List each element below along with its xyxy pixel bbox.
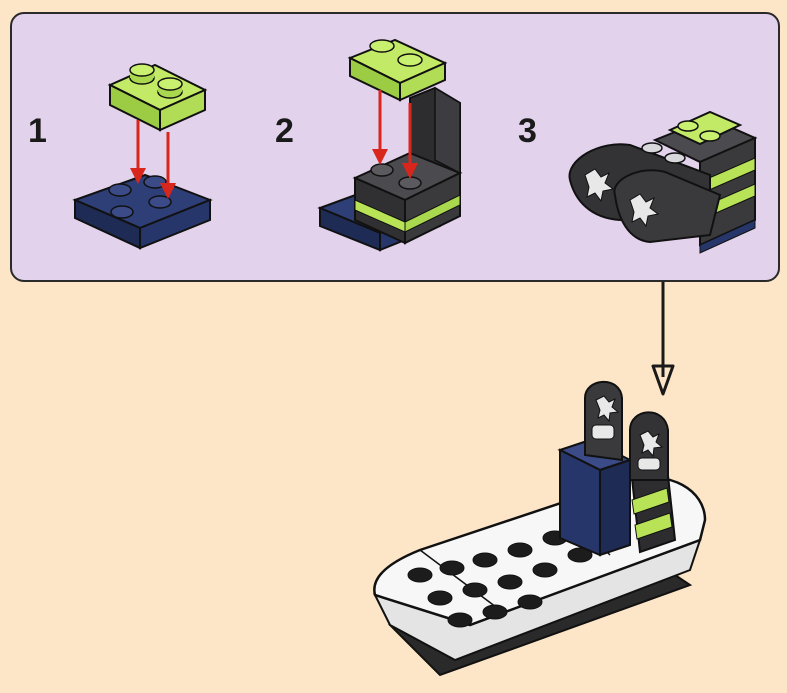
- sub-assembly-with-clips: [568, 110, 758, 254]
- placement-arrows: [372, 90, 418, 179]
- step-2-illustration: [317, 38, 463, 252]
- step-number-2: 2: [275, 112, 294, 150]
- step-number-3: 3: [518, 112, 537, 150]
- step-number-1: 1: [28, 112, 47, 150]
- main-build-illustration: [373, 380, 707, 677]
- navy-plate-2x2: [72, 173, 213, 250]
- step-1-illustration: [72, 63, 213, 250]
- step-3-illustration: [568, 110, 758, 254]
- clip-pieces: [584, 380, 669, 481]
- lime-plate-1x2: [347, 38, 448, 102]
- placement-arrows: [130, 120, 176, 199]
- callout-connector-arrow: [651, 282, 675, 396]
- dark-grey-bracket: [352, 86, 463, 245]
- lime-plate-1x2: [107, 63, 208, 132]
